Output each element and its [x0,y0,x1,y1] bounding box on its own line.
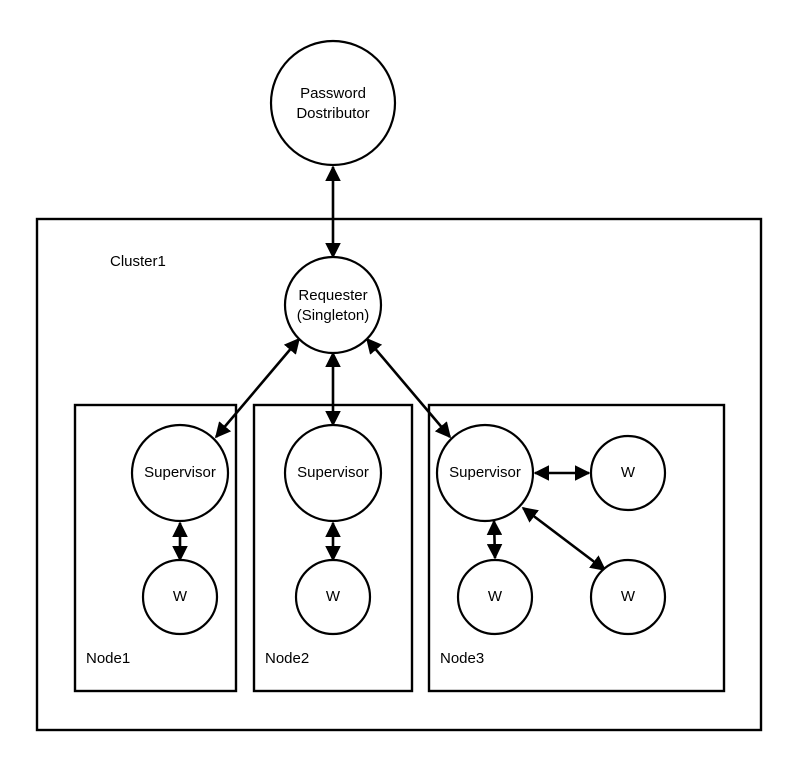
requester-label-line1: Requester [298,287,367,304]
node3-label: Node3 [440,650,484,667]
node3-worker-right-circle[interactable] [589,434,667,512]
edge-supervisor3-worker-below[interactable] [486,519,503,560]
node3-worker-diagonal-label: W [621,588,636,605]
node1-supervisor-label: Supervisor [144,464,216,481]
node3-supervisor-circle[interactable] [435,423,535,523]
password-distributor-label-line1: Password [300,85,366,102]
requester-label-line2: (Singleton) [297,307,370,324]
cluster-box[interactable] [35,217,763,732]
node1-box[interactable] [73,403,238,693]
edges-group [172,165,607,572]
node2-worker-label: W [326,588,341,605]
password-distributor-label-line2: Dostributor [296,105,369,122]
node1-worker-label: W [173,588,188,605]
cluster-label: Cluster1 [110,253,166,270]
cluster-boundary[interactable]: Cluster1 [35,217,763,732]
node1-label: Node1 [86,650,130,667]
node3-contents: Supervisor W W W [435,423,667,636]
node3-worker-right-label: W [621,464,636,481]
node3-worker-diagonal-circle[interactable] [589,558,667,636]
node2-supervisor-circle[interactable] [283,423,383,523]
node-boxes-group: Node1 Node2 Node3 [73,403,726,693]
node2-worker-circle[interactable] [294,558,372,636]
node2-contents: Supervisor W [283,423,383,636]
node1-worker-circle[interactable] [141,558,219,636]
requester-node[interactable]: Requester (Singleton) [283,255,383,355]
edge-supervisor3-worker-diagonal[interactable] [521,506,607,572]
password-distributor-circle[interactable] [269,39,397,167]
node1-supervisor-circle[interactable] [130,423,230,523]
edge-requester-supervisor1[interactable] [214,337,301,439]
node2-supervisor-label: Supervisor [297,464,369,481]
requester-circle[interactable] [283,255,383,355]
node1-contents: Supervisor W [130,423,230,636]
password-distributor-node[interactable]: Password Dostributor [269,39,397,167]
node2-label: Node2 [265,650,309,667]
node3-worker-below-circle[interactable] [456,558,534,636]
edge-requester-supervisor3[interactable] [365,337,452,439]
node3-worker-below-label: W [488,588,503,605]
node3-supervisor-label: Supervisor [449,464,521,481]
node3-box[interactable] [427,403,726,693]
